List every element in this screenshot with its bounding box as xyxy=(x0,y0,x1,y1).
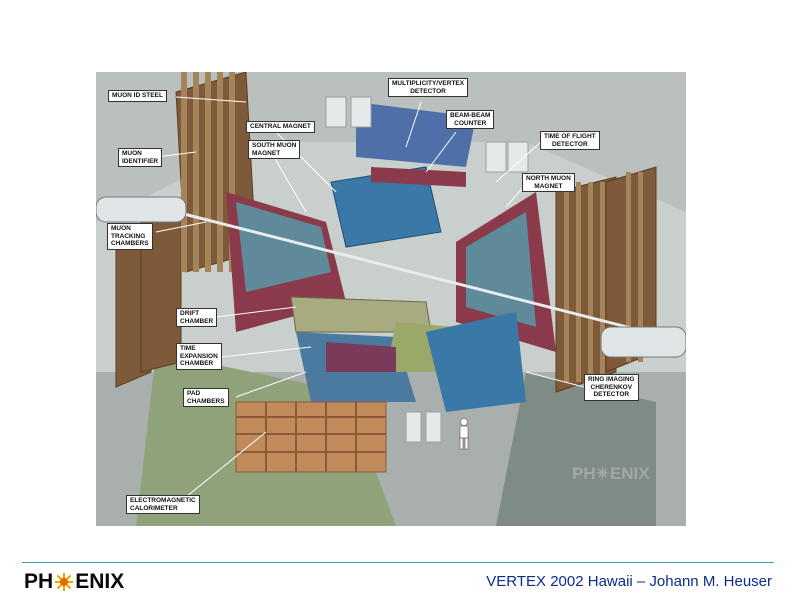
phoenix-sun-icon xyxy=(55,573,74,591)
label-central-magnet: CENTRAL MAGNET xyxy=(246,121,315,133)
footer-caption: VERTEX 2002 Hawaii – Johann M. Heuser xyxy=(486,573,772,590)
footer-divider xyxy=(22,562,774,563)
logo-text-right: ENIX xyxy=(75,570,125,593)
label-muon-tracking-chambers: MUON TRACKING CHAMBERS xyxy=(107,223,153,250)
phenix-detector-diagram: MUON ID STEEL MULTIPLICITY/VERTEX DETECT… xyxy=(96,72,686,526)
phenix-watermark: PH✴ENIX xyxy=(572,464,650,483)
label-drift-chamber: DRIFT CHAMBER xyxy=(176,308,218,327)
label-north-muon-magnet: NORTH MUON MAGNET xyxy=(522,173,575,192)
label-multiplicity-vertex-detector: MULTIPLICITY/VERTEX DETECTOR xyxy=(388,78,469,97)
phenix-logo: PH ENIX xyxy=(24,570,124,594)
label-pad-chambers: PAD CHAMBERS xyxy=(183,388,229,407)
label-south-muon-magnet: SOUTH MUON MAGNET xyxy=(248,140,301,159)
label-ring-imaging-cherenkov-detector: RING IMAGING CHERENKOV DETECTOR xyxy=(584,374,639,401)
label-time-of-flight-detector: TIME OF FLIGHT DETECTOR xyxy=(540,131,600,150)
label-muon-id-steel: MUON ID STEEL xyxy=(108,90,167,102)
logo-text-left: PH xyxy=(24,570,54,593)
label-time-expansion-chamber: TIME EXPANSION CHAMBER xyxy=(176,343,222,370)
label-electromagnetic-calorimeter: ELECTROMAGNETIC CALORIMETER xyxy=(126,495,200,514)
label-muon-identifier: MUON IDENTIFIER xyxy=(118,148,163,167)
label-beam-beam-counter: BEAM-BEAM COUNTER xyxy=(446,110,495,129)
